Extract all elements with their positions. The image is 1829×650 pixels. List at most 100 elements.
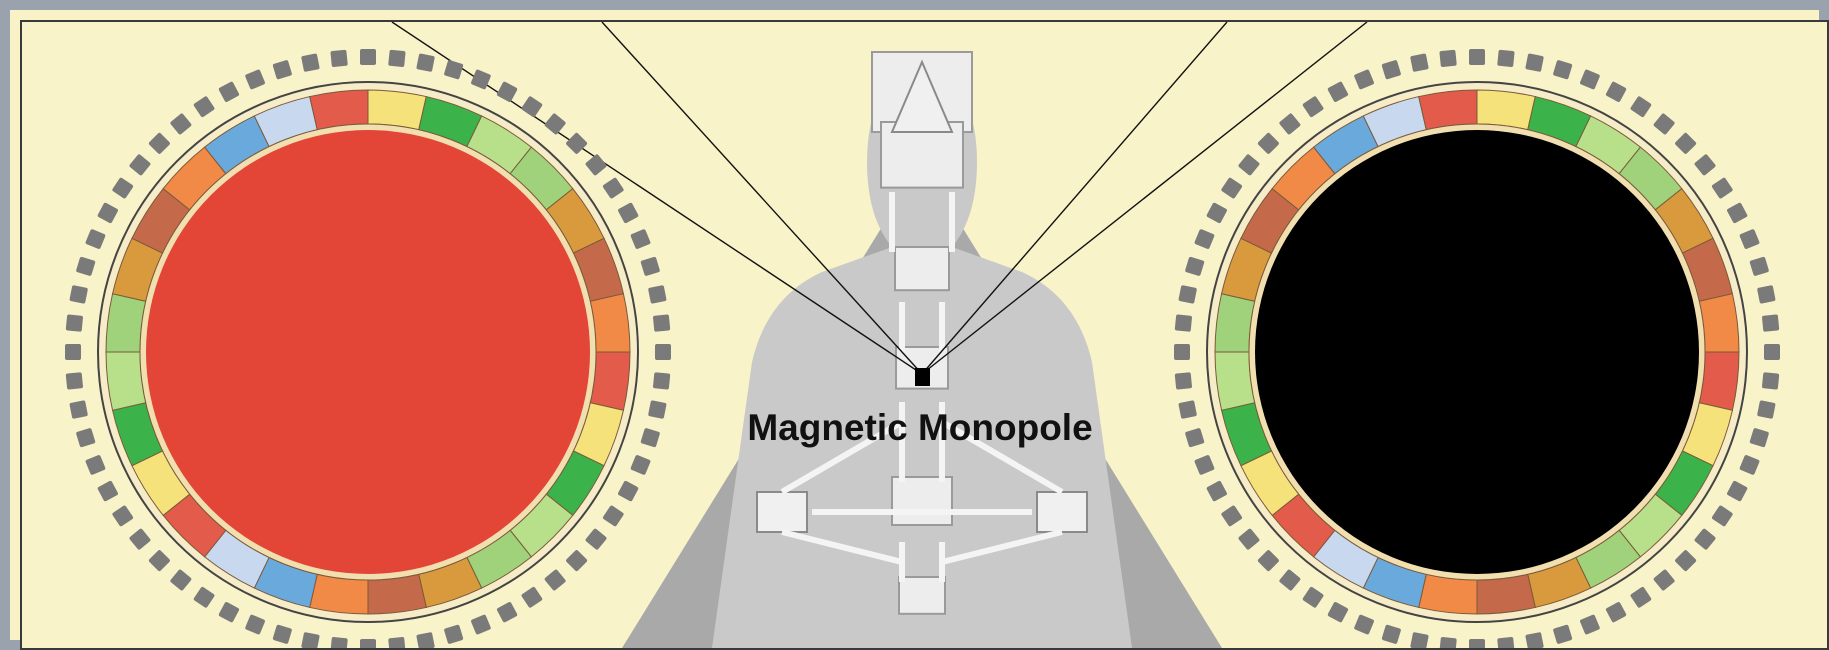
hexagram-tick <box>1469 639 1485 648</box>
diagram-canvas: Magnetic Monopole <box>20 20 1829 650</box>
hexagram-tick <box>1221 505 1243 527</box>
hexagram-tick <box>416 632 435 648</box>
hexagram-tick <box>1605 601 1627 623</box>
hexagram-tick <box>193 586 215 608</box>
hexagram-tick <box>1327 81 1349 103</box>
right-mandala-wheel <box>1174 49 1780 648</box>
hexagram-tick <box>1175 314 1192 331</box>
hexagram-tick <box>1726 202 1748 224</box>
hexagram-tick <box>544 113 567 136</box>
hexagram-tick <box>301 53 320 72</box>
hexagram-tick <box>521 96 543 118</box>
hexagram-tick <box>1497 50 1514 67</box>
caption-label: Magnetic Monopole <box>747 407 1092 448</box>
hexagram-tick <box>1653 569 1676 592</box>
hexagram-tick <box>617 480 639 502</box>
bodygraph-spleen-center <box>757 492 807 532</box>
hexagram-tick <box>655 344 671 360</box>
hexagram-tick <box>170 113 193 136</box>
hexagram-tick <box>1694 154 1717 177</box>
hexagram-tick <box>640 428 660 448</box>
hexagram-tick <box>1194 229 1215 250</box>
hexagram-tick <box>1711 177 1733 199</box>
hexagram-tick <box>470 614 491 635</box>
hexagram-tick <box>1757 400 1776 419</box>
hexagram-tick <box>69 400 88 419</box>
hexagram-tick <box>1185 428 1205 448</box>
hexagram-tick <box>1749 428 1769 448</box>
hexagram-tick <box>1185 256 1205 276</box>
hexagram-tick <box>1381 60 1401 80</box>
hexagram-tick <box>653 372 670 389</box>
hexagram-tick <box>521 586 543 608</box>
hexagram-tick <box>648 400 667 419</box>
hexagram-tick <box>112 505 134 527</box>
hexagram-tick <box>1653 113 1676 136</box>
hexagram-tick <box>1764 344 1780 360</box>
hexagram-tick <box>1739 454 1760 475</box>
center-disc <box>146 130 590 574</box>
hexagram-tick <box>1178 400 1197 419</box>
hexagram-tick <box>218 601 240 623</box>
hexagram-tick <box>66 314 83 331</box>
hexagram-tick <box>1410 632 1429 648</box>
bodygraph-center <box>895 247 949 290</box>
hexagram-tick <box>1175 372 1192 389</box>
hexagram-tick <box>1279 569 1302 592</box>
hexagram-tick <box>360 49 376 65</box>
hexagram-tick <box>330 637 347 648</box>
hexagram-tick <box>1178 285 1197 304</box>
hexagram-tick <box>1674 132 1697 155</box>
hexagram-tick <box>1410 53 1429 72</box>
hexagram-tick <box>245 614 266 635</box>
hexagram-tick <box>1238 154 1261 177</box>
bodygraph-solar-center <box>1037 492 1087 532</box>
monopole-diagram: Magnetic Monopole <box>22 22 1827 648</box>
center-disc <box>1255 130 1699 574</box>
hexagram-tick <box>272 624 292 644</box>
hexagram-tick <box>129 154 152 177</box>
monopole-marker <box>915 368 930 386</box>
hexagram-tick <box>1553 60 1573 80</box>
hexagram-tick <box>129 528 152 551</box>
hexagram-tick <box>148 132 171 155</box>
hexagram-tick <box>69 285 88 304</box>
hexagram-tick <box>444 60 464 80</box>
hexagram-tick <box>648 285 667 304</box>
hexagram-tick <box>1354 69 1375 90</box>
hexagram-tick <box>97 480 119 502</box>
hexagram-tick <box>76 428 96 448</box>
bodygraph-center <box>892 477 952 525</box>
hexagram-tick <box>112 177 134 199</box>
hexagram-tick <box>1354 614 1375 635</box>
hexagram-tick <box>388 50 405 67</box>
human-design-bodygraph <box>622 52 1222 648</box>
hexagram-tick <box>1238 528 1261 551</box>
hexagram-tick <box>630 229 651 250</box>
hexagram-tick <box>218 81 240 103</box>
hexagram-tick <box>1757 285 1776 304</box>
hexagram-tick <box>1327 601 1349 623</box>
hexagram-tick <box>85 229 106 250</box>
hexagram-tick <box>1749 256 1769 276</box>
hexagram-tick <box>97 202 119 224</box>
hexagram-tick <box>585 154 608 177</box>
hexagram-tick <box>1497 637 1514 648</box>
hexagram-tick <box>1605 81 1627 103</box>
hexagram-tick <box>630 454 651 475</box>
hexagram-tick <box>1206 480 1228 502</box>
hexagram-tick <box>1525 632 1544 648</box>
hexagram-tick <box>565 549 588 572</box>
hexagram-tick <box>1302 586 1324 608</box>
hexagram-tick <box>1469 49 1485 65</box>
left-mandala-wheel <box>65 49 671 648</box>
hexagram-tick <box>1762 314 1779 331</box>
hexagram-tick <box>496 81 518 103</box>
hexagram-tick <box>496 601 518 623</box>
hexagram-tick <box>470 69 491 90</box>
hexagram-tick <box>1257 549 1280 572</box>
hexagram-tick <box>1694 528 1717 551</box>
hexagram-tick <box>565 132 588 155</box>
hexagram-tick <box>1553 624 1573 644</box>
